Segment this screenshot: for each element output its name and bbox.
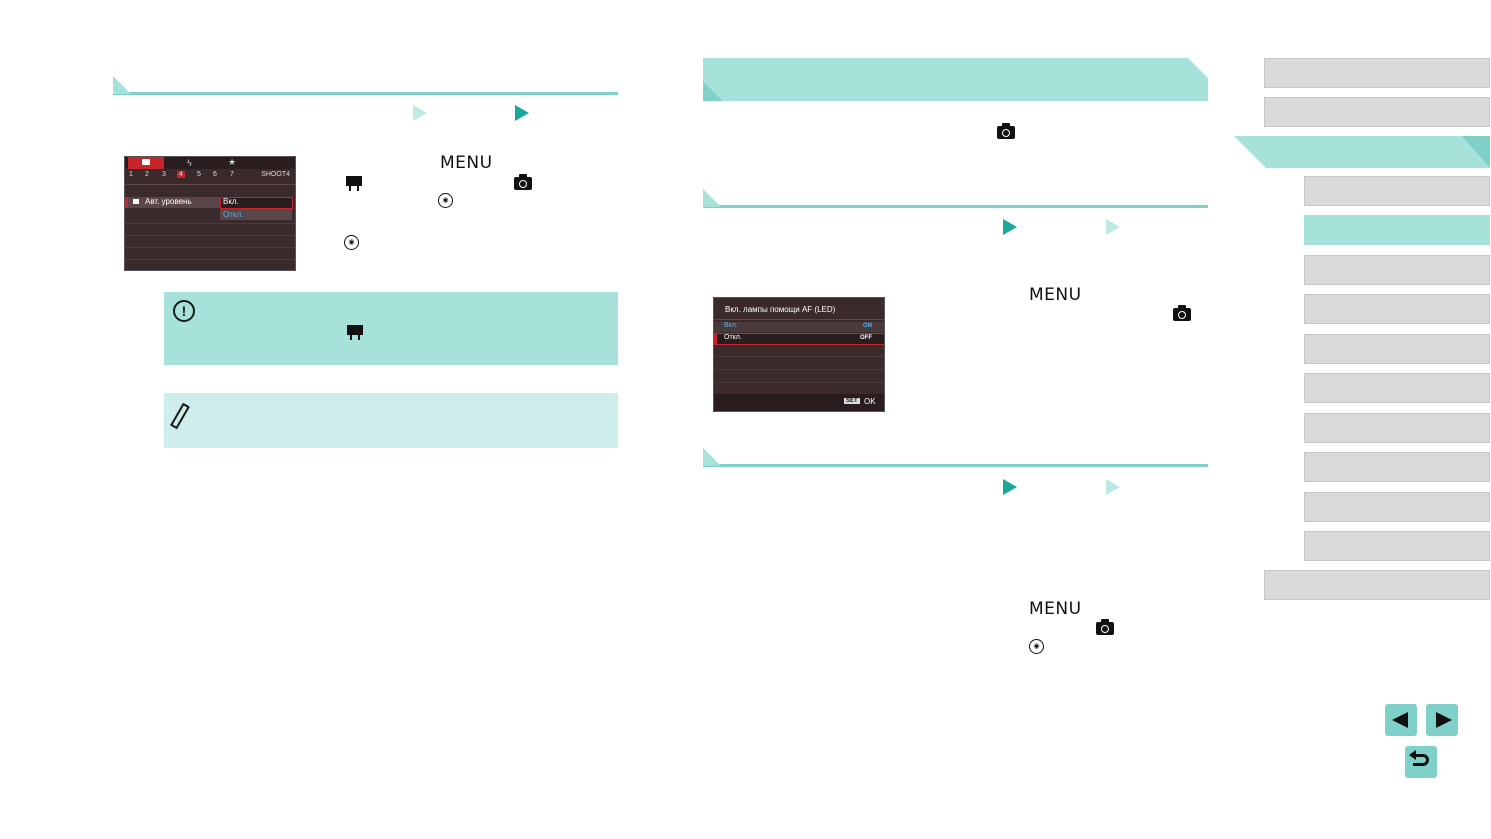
movie-icon <box>346 176 362 191</box>
memo-note <box>164 393 618 448</box>
triangle-corner-icon <box>703 189 721 207</box>
camera-icon <box>514 174 532 190</box>
play-triangle-icon <box>1003 219 1017 235</box>
camera-screen-af-assist: Вкл. лампы помощи AF (LED) Вкл. ON Откл.… <box>713 297 885 412</box>
screen-option-on-value: ON <box>863 323 872 329</box>
nav-subtab-active[interactable] <box>1304 215 1490 245</box>
play-triangle-icon <box>515 105 529 121</box>
screen-option-selected <box>220 197 293 209</box>
play-triangle-icon <box>413 105 427 121</box>
screen-tab-number: 2 <box>145 171 149 178</box>
screen-item-row <box>125 197 223 208</box>
screen-row-line <box>125 247 295 248</box>
screen-tab-number-active: 4 <box>177 171 185 178</box>
nav-subtab[interactable] <box>1304 452 1490 482</box>
nav-subtab[interactable] <box>1304 294 1490 324</box>
screen-tab-number: 7 <box>230 171 234 178</box>
screen-footer <box>714 394 884 411</box>
screen-tab-number: 3 <box>162 171 166 178</box>
return-button[interactable] <box>1405 746 1437 778</box>
section-header <box>703 58 1208 101</box>
screen-tab-number: 6 <box>213 171 217 178</box>
screen-row-line <box>125 223 295 224</box>
func-set-icon: ◉ <box>344 235 359 250</box>
screen-divider <box>125 184 295 185</box>
screen-option-off: Откл. <box>223 210 244 219</box>
star-icon: ★ <box>228 157 237 167</box>
play-triangle-icon <box>1106 219 1120 235</box>
screen-option-off-value: OFF <box>860 335 872 341</box>
next-page-button[interactable] <box>1426 704 1458 736</box>
prev-page-icon <box>1392 712 1408 728</box>
screen-divider <box>714 319 884 320</box>
nav-tab-active[interactable] <box>1234 136 1490 168</box>
screen-option-on: Вкл. <box>223 197 239 206</box>
return-icon-arrow <box>1409 750 1416 760</box>
screen-row-line <box>125 235 295 236</box>
camera-screen-auto-level: ϟ ★ 1 2 3 4 5 6 7 SHOOT4 Авт. уровень Вк… <box>124 156 296 271</box>
screen-row-line <box>714 369 884 370</box>
next-page-icon <box>1436 712 1452 728</box>
nav-subtab[interactable] <box>1304 531 1490 561</box>
movie-icon <box>133 199 139 204</box>
screen-row-line <box>125 259 295 260</box>
screen-ok-label: OK <box>864 397 876 406</box>
func-set-icon: ◉ <box>438 193 453 208</box>
screen-option-off: Откл. <box>724 334 742 341</box>
camera-icon <box>1173 305 1191 321</box>
nav-subtab[interactable] <box>1304 413 1490 443</box>
camera-icon <box>1096 619 1114 635</box>
subsection-line <box>703 464 1208 467</box>
nav-tab[interactable] <box>1264 58 1490 88</box>
screen-tab-label: SHOOT4 <box>261 171 290 178</box>
screen-item-label: Авт. уровень <box>145 197 192 206</box>
nav-subtab[interactable] <box>1304 334 1490 364</box>
wrench-icon: ϟ <box>187 158 192 168</box>
triangle-corner-icon <box>113 76 131 94</box>
pencil-icon <box>170 402 190 430</box>
caution-icon: ! <box>173 300 195 322</box>
func-set-icon: ◉ <box>1029 639 1044 654</box>
screen-tab-number: 5 <box>197 171 201 178</box>
screen-set-badge: SET <box>844 398 860 404</box>
nav-subtab[interactable] <box>1304 373 1490 403</box>
movie-icon <box>347 325 363 340</box>
nav-subtab[interactable] <box>1304 492 1490 522</box>
menu-button-glyph: MENU <box>440 153 493 173</box>
play-triangle-icon <box>1003 479 1017 495</box>
nav-subtab[interactable] <box>1304 176 1490 206</box>
triangle-corner-icon <box>703 448 721 466</box>
camera-icon <box>142 159 150 165</box>
screen-option-selected <box>714 333 884 345</box>
nav-tab-active-corner <box>1462 136 1490 168</box>
nav-tab[interactable] <box>1264 97 1490 127</box>
screen-row-line <box>714 382 884 383</box>
screen-row-line <box>714 356 884 357</box>
subsection-line <box>703 205 1208 208</box>
menu-button-glyph: MENU <box>1029 285 1082 305</box>
screen-option-row <box>714 322 884 332</box>
screen-option-on: Вкл. <box>724 322 738 329</box>
prev-page-button[interactable] <box>1385 704 1417 736</box>
camera-icon <box>997 123 1015 139</box>
screen-tab-bar <box>125 157 295 169</box>
nav-subtab[interactable] <box>1304 255 1490 285</box>
nav-tab[interactable] <box>1264 570 1490 600</box>
play-triangle-icon <box>1106 479 1120 495</box>
screen-tab-number: 1 <box>129 171 133 178</box>
left-section-line <box>113 92 618 95</box>
screen-tab-numbers: 1 2 3 4 5 6 7 <box>129 171 249 181</box>
menu-button-glyph: MENU <box>1029 599 1082 619</box>
screen-option-bg <box>220 209 292 220</box>
caution-note: ! <box>164 292 618 365</box>
triangle-corner-icon <box>703 81 723 101</box>
return-icon <box>1413 754 1429 766</box>
screen-title: Вкл. лампы помощи AF (LED) <box>725 305 836 314</box>
